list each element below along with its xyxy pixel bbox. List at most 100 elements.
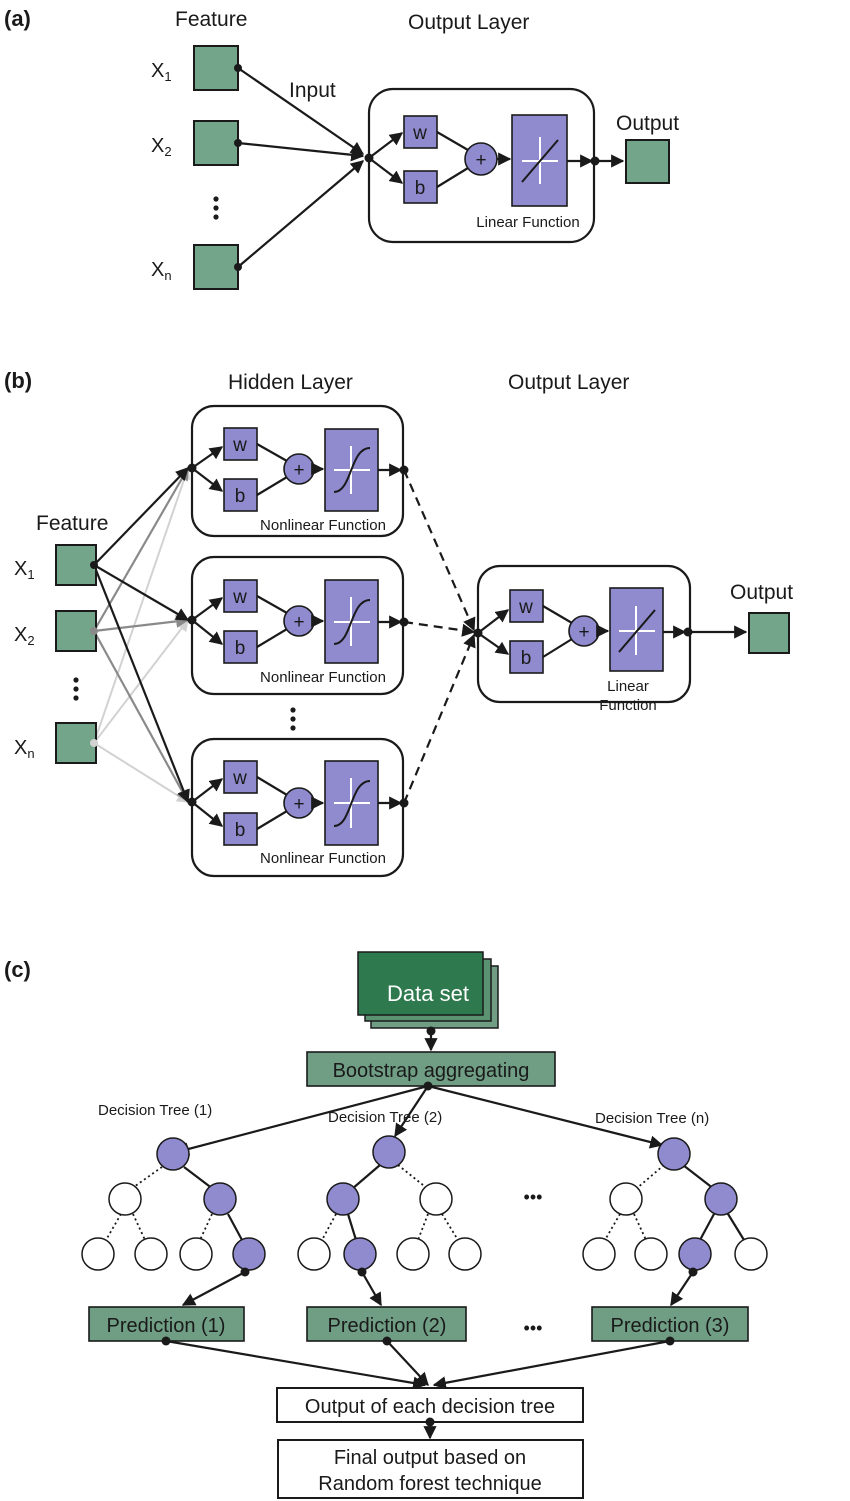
plus-label: +: [578, 622, 589, 643]
panel-a-edge: [237, 67, 365, 155]
panel-b-vdot: [73, 677, 79, 683]
panel-b-dashed-edge: [402, 633, 476, 804]
prediction-ellipsis: •••: [524, 1318, 543, 1338]
panel-a-vdot: [213, 196, 219, 202]
panel-b-x2-label: X2: [14, 624, 35, 648]
panel-a-x2-label: X2: [151, 135, 172, 159]
panel-a-junction: [234, 139, 242, 147]
panel-a-junction: [234, 263, 242, 271]
tree-leaf: [179, 1237, 213, 1271]
panel-b-vdot: [73, 695, 79, 701]
w-label: w: [232, 587, 247, 608]
tree-leaf: [396, 1237, 430, 1271]
panel-a-edge: [237, 141, 365, 162]
edge: [256, 476, 288, 496]
panel-a-feature-xn: [193, 244, 239, 290]
b-label: b: [235, 486, 246, 507]
panel-a-plus-label: +: [475, 150, 486, 171]
panel-a-feature-x2: [193, 120, 239, 166]
tree-edge: [181, 1271, 246, 1306]
panel-b-hidden-neuron-2: w b + Nonlinear Function: [187, 555, 409, 696]
tree-edge: [346, 1213, 358, 1241]
panel-b-edge-x1: [93, 564, 190, 621]
panel-c-edge: [427, 1084, 664, 1149]
panel-b-feature-x2: [55, 610, 97, 652]
prediction-2-label: Prediction (2): [328, 1315, 447, 1337]
panel-a-junction: [234, 64, 242, 72]
panel-a-vdot: [213, 205, 219, 211]
panel-a-feature-title: Feature: [175, 8, 247, 31]
panel-a-b-label: b: [415, 178, 426, 199]
sigmoid-curve: [333, 447, 371, 493]
tree-edge-dotted: [604, 1213, 621, 1241]
tree-leaf: [678, 1237, 712, 1271]
tree-edge-dotted: [635, 1164, 665, 1190]
panel-b-edge-xn: [93, 466, 191, 744]
panel-b-hidden-neuron-n: w b + Nonlinear Function: [187, 737, 409, 878]
tree-node: [326, 1182, 360, 1216]
panel-b-vdot: [290, 725, 296, 731]
tree-leaf: [297, 1237, 331, 1271]
b-label: b: [521, 648, 532, 669]
panel-c-edge: [394, 1085, 429, 1138]
panel-b-feature-xn: [55, 722, 97, 764]
tree-leaf: [448, 1237, 482, 1271]
edge: [256, 810, 288, 830]
tree-edge: [727, 1213, 745, 1241]
dataset-box: [357, 951, 484, 1016]
panel-a-edge: [368, 132, 404, 159]
sigmoid-curve: [333, 780, 371, 827]
panel-b-edge-x2: [93, 630, 189, 804]
panel-b-hidden-neuron-1: w b + Nonlinear Function: [187, 404, 409, 538]
prediction-2-box: [306, 1306, 467, 1342]
output-each-tree-box: [276, 1387, 584, 1423]
panel-a: (a) Feature Output Layer X1 X2 Xn Input …: [4, 6, 679, 290]
panel-a-label: (a): [4, 6, 31, 31]
panel-b-junction: [90, 627, 98, 635]
prediction-3-label: Prediction (3): [611, 1315, 730, 1337]
edge: [542, 638, 573, 658]
panel-a-x1-label: X1: [151, 60, 172, 84]
tree-node: [419, 1182, 453, 1216]
panel-b-edge-x1: [93, 467, 189, 566]
edge: [542, 605, 573, 624]
decision-tree-n: [582, 1137, 768, 1307]
tree-edge-dotted: [441, 1213, 459, 1241]
output-each-tree-label: Output of each decision tree: [305, 1396, 555, 1418]
nonlinear-label: Nonlinear Function: [260, 517, 386, 534]
panel-a-edge: [237, 160, 365, 268]
edge: [191, 778, 224, 803]
edge: [191, 619, 224, 645]
panel-c-edge: [165, 1339, 427, 1390]
panel-b-dashed-edge: [403, 620, 476, 637]
panel-c-edge: [432, 1339, 671, 1390]
tree-leaf: [634, 1237, 668, 1271]
tree-leaf: [81, 1237, 115, 1271]
panel-a-linear-curve: [521, 139, 559, 183]
edge: [256, 595, 288, 614]
nonlinear-label: Nonlinear Function: [260, 669, 386, 686]
edge: [256, 776, 288, 796]
tree-edge: [682, 1164, 715, 1190]
panel-b-edge-x2: [93, 614, 190, 633]
w-label: w: [232, 435, 247, 456]
panel-b-output-node: [748, 612, 790, 654]
tree-leaf: [343, 1237, 377, 1271]
panel-a-edge: [436, 131, 469, 151]
tree-node: [372, 1135, 406, 1169]
nonlinear-label: Nonlinear Function: [260, 850, 386, 867]
panel-a-bias-block: [403, 170, 438, 204]
tree-edge-dotted: [321, 1213, 337, 1241]
panel-b-output-neuron: w b + Linear Function: [473, 564, 693, 714]
tree-node: [203, 1182, 237, 1216]
bias-block: [509, 640, 544, 674]
panel-a-output-label: Output: [616, 112, 679, 135]
panel-b-x1-label: X1: [14, 558, 35, 582]
bootstrap-label: Bootstrap aggregating: [333, 1060, 530, 1082]
bootstrap-box: [306, 1051, 556, 1087]
panel-b: (b) Hidden Layer Output Layer Feature X1…: [4, 368, 793, 878]
tree-edge: [361, 1271, 382, 1307]
edge: [477, 609, 510, 634]
tree-leaf: [134, 1237, 168, 1271]
decision-tree-1: [81, 1137, 266, 1306]
